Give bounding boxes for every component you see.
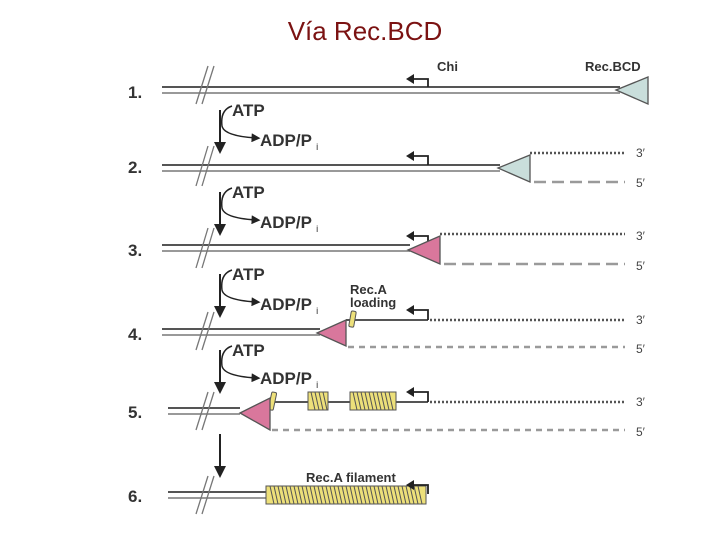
end-3-label: 3′: [636, 146, 646, 160]
recbcd-enzyme-icon: [496, 154, 531, 183]
break-mark: [201, 475, 215, 515]
atp-hydrolysis-2: ATP ADP/P i: [214, 183, 319, 236]
recbcd-modified-enzyme-icon: [315, 318, 347, 348]
reca-loading-label-line2: loading: [350, 295, 396, 310]
break-mark: [201, 311, 215, 351]
chi-arrow-icon: [406, 231, 414, 241]
break-mark: [201, 65, 215, 105]
chi-arrow-icon: [406, 74, 414, 84]
break-mark: [201, 145, 215, 187]
break-mark: [195, 311, 209, 351]
recbcd-modified-enzyme-icon: [406, 235, 441, 265]
curved-arrow-icon: [220, 345, 261, 383]
break-mark: [195, 391, 209, 431]
chi-site-icon: [412, 309, 429, 320]
recbcd-modified-enzyme-icon: [238, 396, 271, 432]
recbcd-label: Rec.BCD: [585, 59, 641, 74]
step-1: 1. Chi Rec.BCD: [128, 59, 649, 105]
chi-site-icon: [412, 484, 429, 494]
adp-label: ADP/P: [260, 369, 312, 388]
break-mark: [195, 145, 209, 187]
reca-cluster-stripes: [352, 391, 394, 411]
reca-filament-icon: [265, 485, 427, 505]
end-5-label: 5′: [636, 259, 646, 273]
adp-subscript: i: [316, 142, 319, 152]
end-5-label: 5′: [636, 176, 646, 190]
step-number: 3.: [128, 241, 142, 260]
atp-label: ATP: [232, 183, 265, 202]
atp-hydrolysis-4: ATP ADP/P i: [214, 341, 319, 394]
chi-arrow-icon: [406, 151, 414, 161]
reca-filament-label: Rec.A filament: [306, 470, 396, 485]
atp-hydrolysis-3: ATP ADP/P i: [214, 265, 319, 318]
end-3-label: 3′: [636, 229, 646, 243]
recbcd-enzyme-icon: [614, 76, 649, 105]
break-mark: [195, 65, 209, 105]
reca-cluster-stripes: [310, 391, 328, 411]
step-6: 6. Rec.A filament: [128, 470, 429, 515]
adp-subscript: i: [316, 224, 319, 234]
break-mark: [195, 227, 209, 269]
step-number: 2.: [128, 158, 142, 177]
reca-filament-stripes: [269, 485, 423, 505]
step-number: 6.: [128, 487, 142, 506]
chi-arrow-icon: [406, 305, 414, 315]
step-number: 4.: [128, 325, 142, 344]
reca-monomer-icon: [348, 310, 357, 328]
adp-subscript: i: [316, 306, 319, 316]
reca-loading-label-line1: Rec.A: [350, 282, 387, 297]
chi-site-icon: [412, 391, 429, 402]
adp-subscript: i: [316, 380, 319, 390]
reca-coated-ssdna: [267, 391, 397, 411]
atp-label: ATP: [232, 265, 265, 284]
page-title: Vía Rec.BCD: [287, 16, 443, 46]
curved-arrow-icon: [220, 187, 261, 225]
adp-label: ADP/P: [260, 213, 312, 232]
step-number: 1.: [128, 83, 142, 102]
chi-site-icon: [412, 155, 429, 165]
atp-label: ATP: [232, 101, 265, 120]
adp-label: ADP/P: [260, 295, 312, 314]
adp-label: ADP/P: [260, 131, 312, 150]
step-3: 3. 3′ 5′: [128, 227, 646, 273]
chi-site-icon: [412, 78, 429, 87]
atp-label: ATP: [232, 341, 265, 360]
chi-arrow-icon: [406, 480, 414, 490]
step-number: 5.: [128, 403, 142, 422]
reca-cluster-icon: [307, 391, 329, 411]
end-5-label: 5′: [636, 342, 646, 356]
chi-label: Chi: [437, 59, 458, 74]
break-mark: [201, 391, 215, 431]
step-2: 2. 3′ 5′: [128, 145, 646, 190]
atp-hydrolysis-1: ATP ADP/P i: [214, 101, 319, 154]
end-3-label: 3′: [636, 395, 646, 409]
end-5-label: 5′: [636, 425, 646, 439]
step-5: 5. 3′ 5′: [128, 387, 646, 439]
break-mark: [201, 227, 215, 269]
curved-arrow-icon: [220, 269, 261, 307]
end-3-label: 3′: [636, 313, 646, 327]
chi-arrow-icon: [406, 387, 414, 397]
step-4: 4. Rec.A loading 3′ 5′: [128, 282, 646, 356]
break-mark: [195, 475, 209, 515]
curved-arrow-icon: [220, 105, 261, 143]
